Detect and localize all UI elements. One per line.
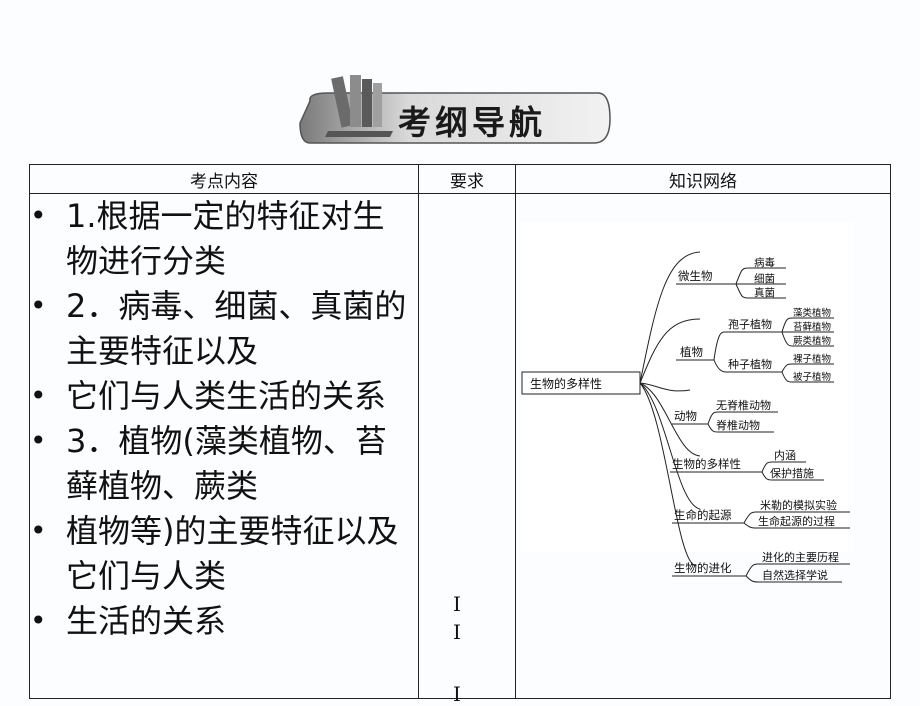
syllabus-table: 考点内容 要求 知识网络 1.根据一定的特征对生物进行分类 2．病毒、细菌、真菌… — [29, 164, 891, 706]
leaf-label: 苔藓植物 — [793, 321, 832, 333]
leaf-label: 内涵 — [774, 448, 796, 462]
leaf-label: 蕨类植物 — [793, 335, 832, 347]
leaf-label: 无脊椎动物 — [716, 398, 771, 412]
group-label: 孢子植物 — [728, 317, 772, 331]
list-item: 它们与人类生活的关系 — [30, 373, 418, 419]
branch-label: 微生物 — [678, 269, 713, 283]
banner-title: 考纲导航 — [398, 103, 546, 142]
list-item: 1.根据一定的特征对生物进行分类 — [30, 193, 418, 284]
branch-label: 植物 — [680, 345, 703, 359]
root-label: 生物的多样性 — [530, 376, 602, 391]
leaf-label: 藻类植物 — [793, 307, 832, 319]
knowledge-network-cell: 生物的多样性 微生物 植物 动物 生物 — [515, 193, 891, 699]
leaf-label: 病毒 — [754, 256, 775, 269]
leaf-label: 米勒的模拟实验 — [760, 498, 837, 512]
leaf-label: 脊椎动物 — [716, 418, 760, 432]
branch-label: 生物的多样性 — [672, 457, 741, 471]
books-icon — [325, 75, 393, 137]
list-item: 3．植物(藻类植物、苔藓植物、蕨类 — [30, 418, 418, 509]
header-requirement: 要求 — [418, 164, 516, 194]
table-body-row: 1.根据一定的特征对生物进行分类 2．病毒、细菌、真菌的主要特征以及 它们与人类… — [29, 193, 891, 706]
leaf-label: 保护措施 — [770, 466, 814, 480]
table-header-row: 考点内容 要求 知识网络 — [29, 164, 891, 194]
leaf-label: 被子植物 — [793, 371, 832, 383]
leaf-label: 细菌 — [754, 272, 775, 285]
branch-label: 动物 — [674, 409, 697, 423]
content-cell: 1.根据一定的特征对生物进行分类 2．病毒、细菌、真菌的主要特征以及 它们与人类… — [29, 193, 419, 699]
mind-map: 生物的多样性 微生物 植物 动物 生物 — [521, 222, 853, 583]
leaf-label: 裸子植物 — [793, 353, 832, 365]
requirement-level: I — [453, 592, 461, 616]
branch-label: 生命的起源 — [674, 508, 732, 522]
header-content: 考点内容 — [29, 164, 419, 194]
group-label: 种子植物 — [728, 357, 772, 371]
requirement-level: I — [453, 682, 461, 706]
content-list: 1.根据一定的特征对生物进行分类 2．病毒、细菌、真菌的主要特征以及 它们与人类… — [30, 193, 418, 644]
leaf-label: 生命起源的过程 — [758, 514, 835, 528]
header-knowledge-network: 知识网络 — [515, 164, 891, 194]
requirement-cell: I I I — [418, 193, 516, 706]
leaf-label: 自然选择学说 — [762, 568, 828, 582]
list-item: 生活的关系 — [30, 598, 418, 644]
requirement-level: I — [453, 620, 461, 644]
list-item: 2．病毒、细菌、真菌的主要特征以及 — [30, 283, 418, 374]
branch-label: 生物的进化 — [674, 561, 732, 575]
leaf-label: 真菌 — [754, 286, 775, 299]
leaf-label: 进化的主要历程 — [762, 550, 839, 564]
banner-graphic — [299, 75, 611, 144]
list-item: 植物等)的主要特征以及它们与人类 — [30, 508, 418, 599]
